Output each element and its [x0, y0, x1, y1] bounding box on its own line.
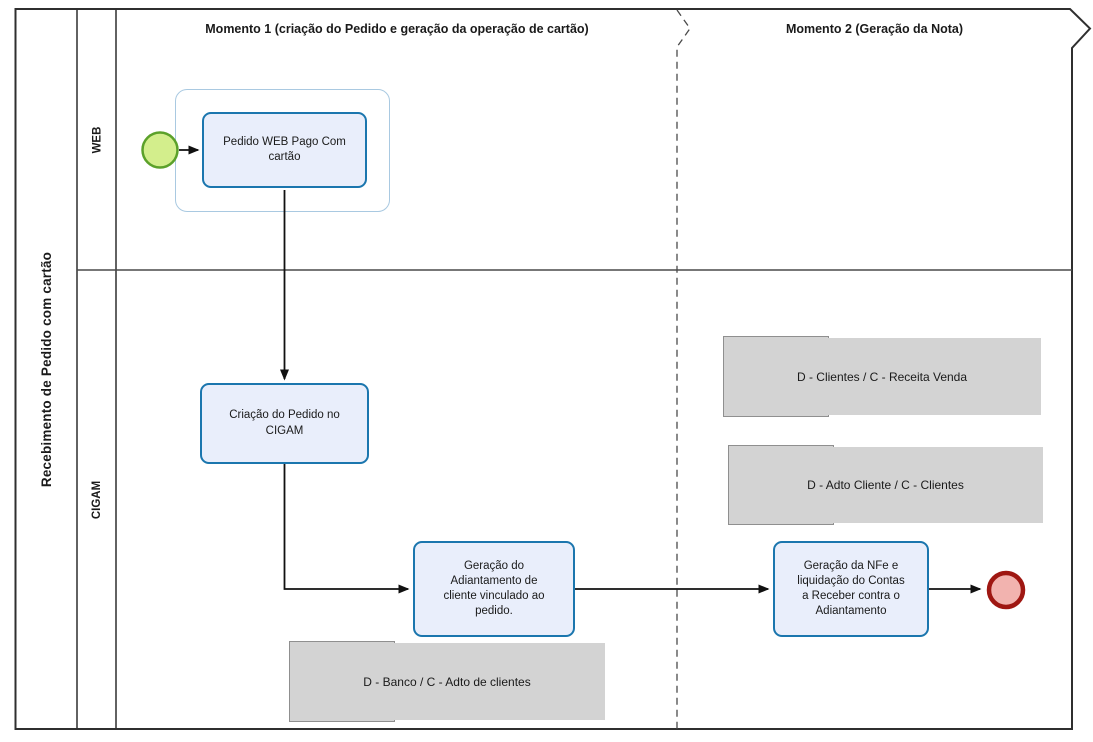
pool-title-cell: Recebimento de Pedido com cartão — [16, 9, 77, 729]
annotation-label: D - Adto Cliente / C - Clientes — [807, 478, 964, 492]
annotation-adto-cliente-clientes: D - Adto Cliente / C - Clientes — [728, 445, 1043, 525]
lane-label-web: WEB — [78, 9, 116, 270]
task-criacao-pedido-cigam: Criação do Pedido no CIGAM — [200, 383, 369, 464]
task-geracao-adiantamento: Geração do Adiantamento de cliente vincu… — [413, 541, 575, 637]
lane-web-label: WEB — [91, 126, 103, 153]
annotation-banco-adto-clientes: D - Banco / C - Adto de clientes — [289, 641, 605, 722]
phase-header-momento-2: Momento 2 (Geração da Nota) — [785, 22, 964, 36]
annotation-label: D - Banco / C - Adto de clientes — [363, 674, 531, 689]
phase-header-momento-1: Momento 1 (criação do Pedido e geração d… — [205, 22, 589, 36]
lane-cigam-label: CIGAM — [91, 480, 103, 519]
end-event — [986, 570, 1026, 610]
start-event — [141, 131, 179, 169]
annotation-label: D - Clientes / C - Receita Venda — [796, 369, 968, 384]
flow-criacao-pedido-to-adiantamento — [283, 464, 410, 594]
lane-label-cigam: CIGAM — [78, 270, 116, 729]
annotation-clientes-receita-venda: D - Clientes / C - Receita Venda — [723, 336, 1041, 417]
phase-separator — [676, 9, 691, 729]
pool-title: Recebimento de Pedido com cartão — [39, 251, 54, 487]
task-geracao-nfe-liquidacao: Geração da NFe e liquidação do Contas a … — [773, 541, 929, 637]
task-pedido-web-pago-com-cartao: Pedido WEB Pago Com cartão — [202, 112, 367, 188]
